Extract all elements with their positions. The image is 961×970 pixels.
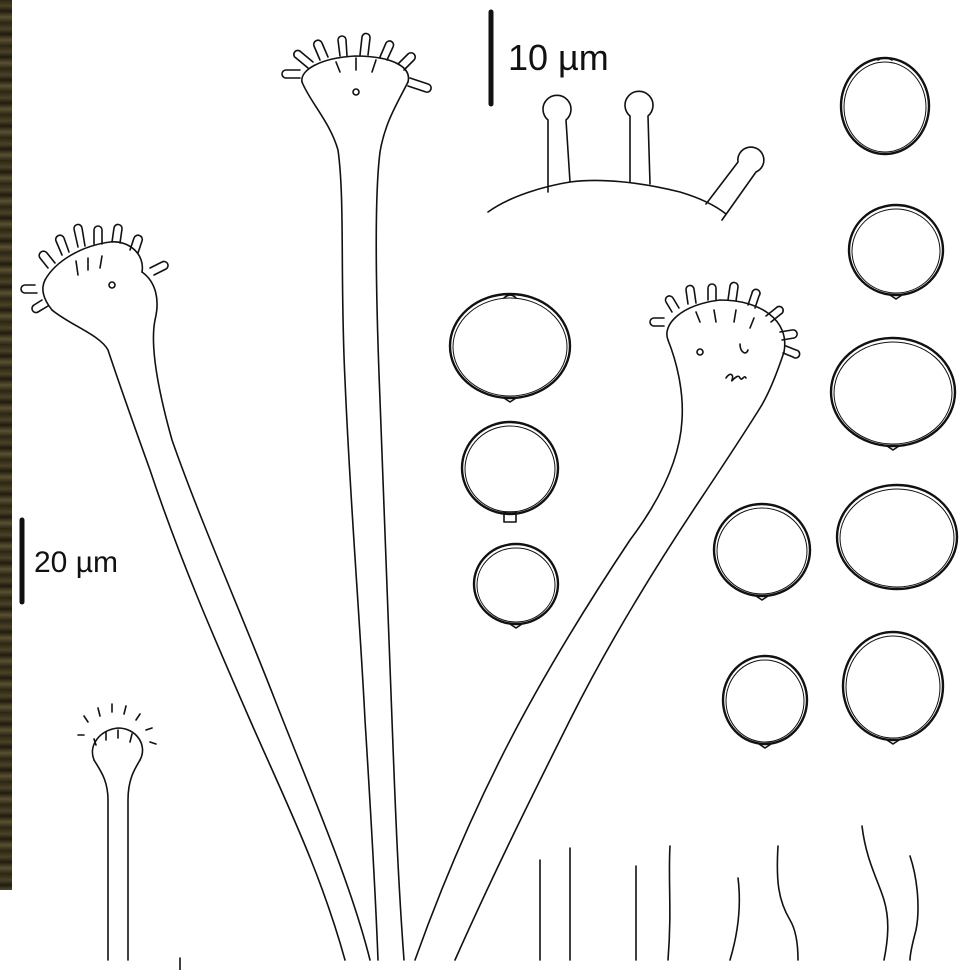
- cystidium-left: [21, 224, 370, 960]
- scale-label-20um: 20 µm: [34, 548, 118, 578]
- cystidium-head-detail: [488, 91, 764, 220]
- cystidium-small: [78, 704, 180, 970]
- spore: [723, 656, 807, 748]
- spore: [714, 504, 810, 600]
- hyphae-fragments: [540, 826, 918, 960]
- spore: [843, 632, 943, 744]
- spores: [450, 58, 957, 748]
- spore: [841, 58, 929, 154]
- cystidium-center: [282, 33, 431, 960]
- spore: [837, 485, 957, 589]
- spore: [831, 338, 955, 450]
- spore: [462, 422, 558, 522]
- spore: [450, 294, 570, 402]
- scale-label-10um: 10 µm: [508, 40, 609, 76]
- spore: [474, 544, 558, 628]
- spore: [849, 205, 943, 299]
